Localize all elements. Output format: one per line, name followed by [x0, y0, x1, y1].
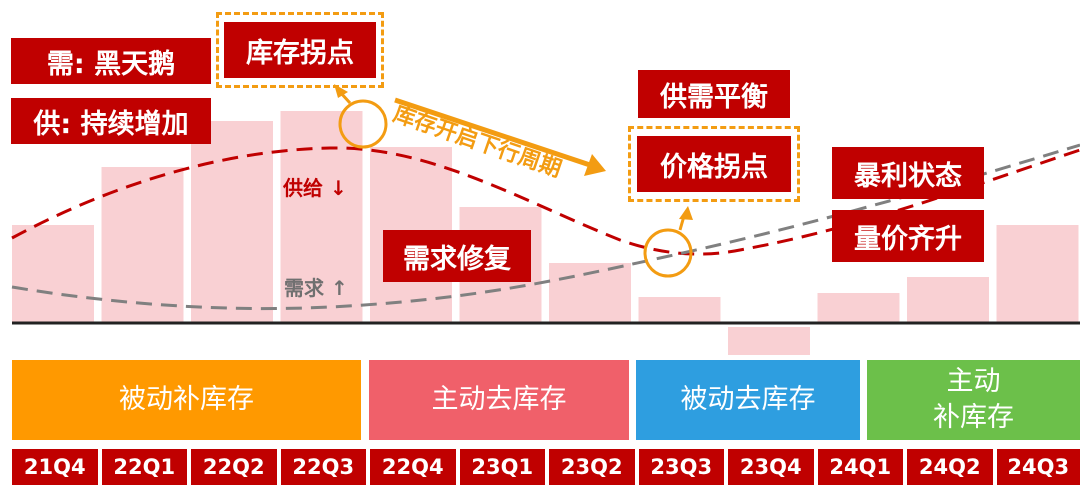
quarter-label-22Q2: 22Q2 — [191, 449, 277, 485]
supply-demand-balance-label: 供需平衡 — [638, 70, 790, 118]
bar-22Q2 — [191, 121, 273, 323]
phase-passive-destock: 被动去库存 — [636, 360, 860, 440]
demand-curve-label: 需求 ↑ — [284, 276, 348, 300]
downcycle-arrowhead — [584, 154, 606, 176]
supply-curve-label: 供给 ↓ — [283, 176, 347, 200]
price-inflection-label: 价格拐点 — [637, 136, 791, 192]
bar-24Q2 — [907, 277, 989, 323]
supply-curve — [11, 146, 1080, 256]
inventory-inflection-marker — [338, 99, 388, 149]
demand-black-swan-label: 需: 黑天鹅 — [11, 38, 211, 84]
bar-21Q4 — [12, 225, 94, 323]
bar-23Q3 — [638, 297, 721, 323]
quarter-label-24Q2: 24Q2 — [907, 449, 993, 485]
supply-increase-label: 供: 持续增加 — [11, 98, 211, 144]
windfall-state-label: 暴利状态 — [832, 147, 984, 199]
volume-price-rise-label: 量价齐升 — [832, 210, 984, 262]
price-inflection-pointer-head — [679, 206, 693, 220]
quarter-label-24Q3: 24Q3 — [996, 449, 1080, 485]
bar-22Q3 — [280, 111, 363, 323]
phase-active-destock: 主动去库存 — [369, 360, 629, 440]
price-inflection-marker — [643, 228, 693, 278]
bar-24Q3 — [996, 225, 1079, 323]
quarter-label-23Q3: 23Q3 — [638, 449, 724, 485]
quarter-label-23Q2: 23Q2 — [549, 449, 635, 485]
quarter-label-22Q4: 22Q4 — [370, 449, 456, 485]
bar-23Q4 — [728, 327, 810, 355]
price-inflection-dashed-frame — [628, 126, 800, 202]
phase-active-restock: 主动 补库存 — [867, 360, 1080, 440]
phase-passive-restock: 被动补库存 — [12, 360, 361, 440]
downcycle-arrow-line — [394, 97, 591, 168]
quarter-label-22Q1: 22Q1 — [101, 449, 187, 485]
quarter-label-24Q1: 24Q1 — [817, 449, 903, 485]
bar-22Q1 — [101, 167, 184, 323]
demand-repair-label: 需求修复 — [383, 230, 531, 282]
bar-24Q1 — [817, 293, 900, 323]
inventory-inflection-dashed-frame — [216, 12, 384, 88]
inventory-inflection-label: 库存拐点 — [224, 22, 376, 78]
quarter-label-23Q4: 23Q4 — [728, 449, 814, 485]
demand-curve — [11, 143, 1080, 311]
quarter-label-22Q3: 22Q3 — [280, 449, 366, 485]
quarter-label-23Q1: 23Q1 — [459, 449, 545, 485]
quarter-label-21Q4: 21Q4 — [12, 449, 98, 485]
